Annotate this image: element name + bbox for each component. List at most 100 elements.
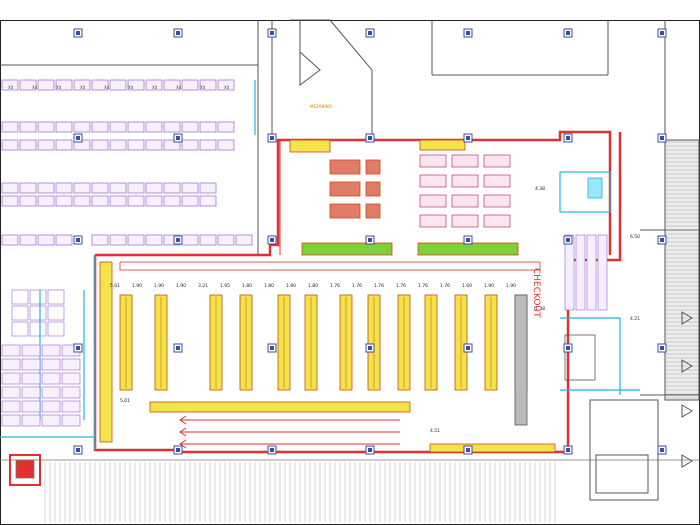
rack-cell [19, 182, 37, 194]
rack-cell [55, 139, 73, 151]
structural-column-core [76, 31, 80, 35]
lower-shelf [21, 400, 41, 413]
rack-cell [109, 139, 127, 151]
upper-rack [451, 174, 479, 188]
rack-cell [199, 182, 217, 194]
lower-shelf [1, 400, 21, 413]
structural-column-core [566, 238, 570, 242]
dimension-label: 1.76 [352, 283, 362, 289]
bottom-strip [0, 454, 700, 486]
fixture-tag: X4 [56, 85, 62, 90]
rack-cell [91, 121, 109, 133]
rack-cell [163, 182, 181, 194]
rack-cell [127, 139, 145, 151]
rack-cell [127, 79, 145, 91]
rack-cell [19, 79, 37, 91]
rack-cell [199, 79, 217, 91]
structural-column-core [466, 31, 470, 35]
checkout-lane [586, 234, 597, 311]
dimension-label: 1.90 [176, 283, 186, 289]
structural-column-core [660, 346, 664, 350]
structural-column-core [368, 31, 372, 35]
structural-column-core [76, 238, 80, 242]
lower-shelf [61, 400, 81, 413]
structural-column-core [660, 448, 664, 452]
rack-cell [145, 182, 163, 194]
lower-shelf [21, 372, 41, 385]
structural-column-core [176, 136, 180, 140]
rack-cell [55, 195, 73, 207]
rack-cell [145, 139, 163, 151]
upper-rack [451, 194, 479, 208]
lower-shelf [61, 372, 81, 385]
rack-cell [1, 234, 19, 246]
fixture-tag: X4 [176, 85, 182, 90]
structural-column-core [270, 238, 274, 242]
front-wall-fixtures [99, 261, 556, 453]
rack-cell [55, 121, 73, 133]
lower-grid-cell [11, 321, 29, 337]
lower-grid-cell [47, 289, 65, 305]
rack-cell [91, 79, 109, 91]
dimension-label: 1.90 [154, 283, 164, 289]
lower-shelf [41, 344, 61, 357]
lower-shelf [41, 358, 61, 371]
rack-cell [19, 234, 37, 246]
lower-shelf [21, 344, 41, 357]
gondola-aisles [119, 294, 528, 426]
dimension-label: 1.90 [132, 283, 142, 289]
structural-column-core [566, 136, 570, 140]
structural-column-core [76, 346, 80, 350]
dimension-label: 1.90 [506, 283, 516, 289]
traffic-arrows [179, 415, 400, 449]
lower-shelf [1, 386, 21, 399]
upper-rack [419, 214, 447, 228]
rack-cell [109, 195, 127, 207]
structural-column-core [76, 136, 80, 140]
lower-shelf [1, 372, 21, 385]
dimension-label: 1.38 [535, 306, 545, 312]
structural-column-core [270, 346, 274, 350]
structural-column-core [270, 31, 274, 35]
rack-cell [199, 195, 217, 207]
right-hatched-area [666, 141, 699, 399]
structural-columns [73, 28, 667, 455]
dimension-label: 1.76 [440, 283, 450, 289]
building-outline-top [0, 19, 609, 255]
rack-cell [37, 79, 55, 91]
rack-cell [1, 79, 19, 91]
rack-cell [19, 121, 37, 133]
dimension-label: 4.51 [430, 428, 440, 434]
lower-shelf [21, 358, 41, 371]
rack-cell [199, 234, 217, 246]
dimension-label: 5.01 [120, 398, 130, 404]
structural-column-core [566, 346, 570, 350]
rack-cell [163, 121, 181, 133]
rack-cell [217, 121, 235, 133]
rack-cell [145, 195, 163, 207]
rack-cell [127, 121, 145, 133]
storage-racks [1, 79, 253, 246]
rack-cell [109, 79, 127, 91]
upper-rack [451, 214, 479, 228]
rack-cell [19, 195, 37, 207]
stock-area [289, 139, 519, 256]
rack-cell [109, 182, 127, 194]
rack-cell [91, 234, 109, 246]
dimension-label: 1.60 [462, 283, 472, 289]
dimension-label: 1.80 [264, 283, 274, 289]
rack-cell [37, 121, 55, 133]
rack-cell [199, 139, 217, 151]
structural-column-core [466, 448, 470, 452]
rack-cell [91, 182, 109, 194]
rack-cell [199, 121, 217, 133]
rack-cell [181, 139, 199, 151]
fixture-tag: X4 [32, 85, 38, 90]
upper-rack [419, 154, 447, 168]
rack-cell [181, 182, 199, 194]
structural-column-core [368, 448, 372, 452]
dimension-label: 4.21 [630, 316, 640, 322]
